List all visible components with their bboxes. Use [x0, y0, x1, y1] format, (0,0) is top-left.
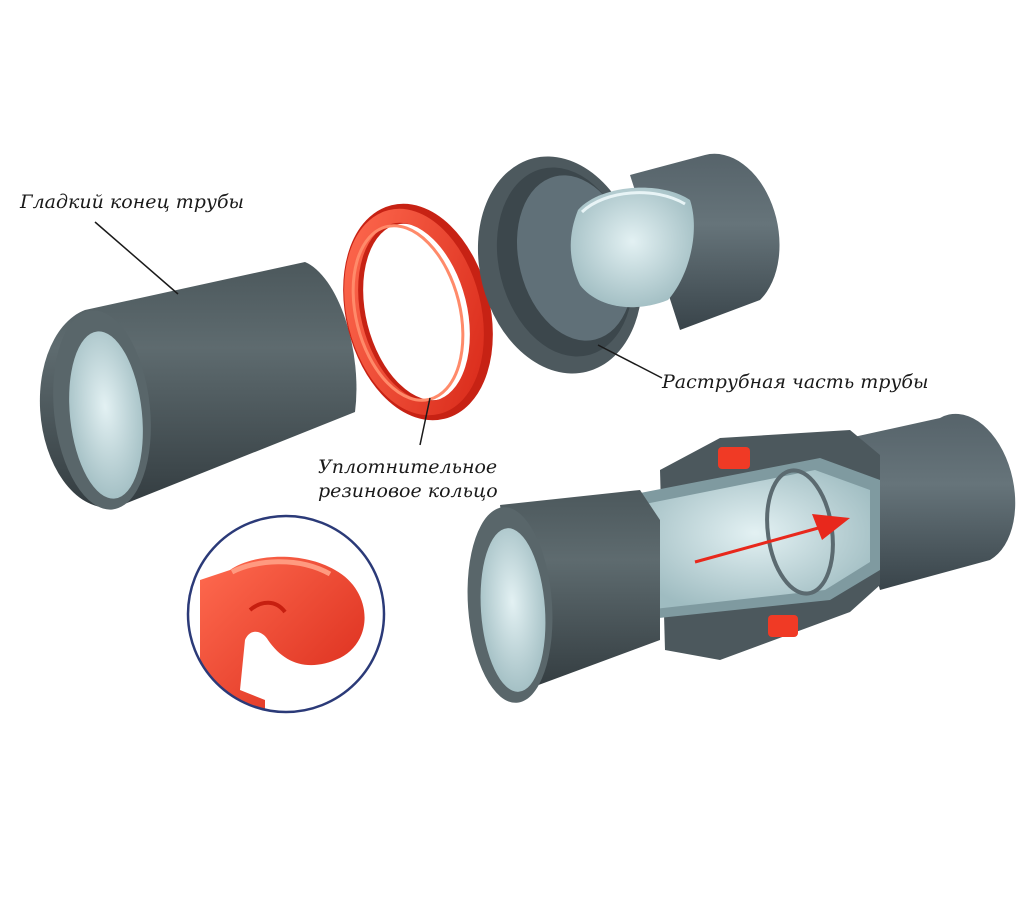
spigot-pipe [39, 262, 357, 510]
label-sealing-ring-line1: Уплотнительное [318, 456, 498, 478]
rubber-sealing-ring [343, 203, 493, 421]
seal-detail-circle [186, 514, 386, 714]
seal-profile [200, 556, 365, 712]
socket-pipe [477, 153, 780, 374]
spigot-pipe-inner [69, 331, 143, 499]
label-sealing-ring-line2: резиновое кольцо [318, 480, 498, 502]
leader-line-ring [419, 397, 431, 446]
label-spigot-end: Гладкий конец трубы [20, 191, 245, 213]
label-sealing-ring: Уплотнительное резиновое кольцо [318, 455, 498, 503]
leader-line-socket [597, 344, 663, 379]
flow-arrow [694, 514, 850, 564]
assembled-joint [467, 413, 1016, 703]
socket-pipe-inner [570, 187, 694, 308]
leader-line-spigot [94, 221, 179, 295]
joint-seal-bottom [768, 615, 798, 637]
label-socket-part: Раструбная часть трубы [662, 371, 929, 393]
joint-seal-top [718, 447, 750, 469]
